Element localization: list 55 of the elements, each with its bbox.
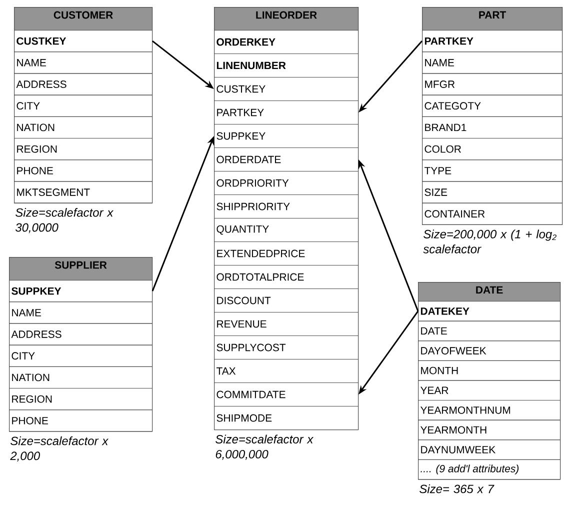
- size-note: Size=scalefactor x 30,0000: [15, 208, 114, 234]
- table-row: REGION: [9, 388, 152, 410]
- size-note: Size= 365 x 7: [420, 484, 494, 494]
- table-row: REVENUE: [214, 312, 358, 336]
- table-row: ADDRESS: [9, 323, 152, 346]
- table-row: COLOR: [422, 138, 562, 160]
- table-row: .... (9 add'l attributes): [418, 459, 560, 480]
- table-row: MONTH: [418, 360, 560, 381]
- table-row: NAME: [422, 52, 562, 74]
- table-row: CITY: [9, 344, 152, 367]
- table-row: PHONE: [9, 410, 152, 432]
- table-row: MKTSEGMENT: [14, 181, 152, 204]
- table-row: PHONE: [14, 160, 152, 182]
- table-row: YEARMONTH: [418, 420, 560, 440]
- table-row: CITY: [14, 94, 152, 117]
- table-row: ORDTOTALPRICE: [214, 265, 358, 289]
- table-row: DATE: [418, 320, 560, 342]
- table-row: CONTAINER: [422, 202, 562, 225]
- table-row: SHIPMODE: [214, 406, 358, 430]
- table-row: CUSTKEY: [214, 77, 358, 101]
- table-row: BRAND1: [422, 116, 562, 138]
- table-row: PARTKEY: [422, 30, 562, 52]
- size-note: Size=scalefactor x 2,000: [10, 436, 109, 462]
- table-row: DAYNUMWEEK: [418, 440, 560, 460]
- table-row: NAME: [9, 302, 152, 324]
- table-row: ORDERDATE: [214, 148, 358, 172]
- table-row: SUPPLYCOST: [214, 336, 358, 360]
- table-row: NATION: [14, 116, 152, 138]
- table-row: YEARMONTHNUM: [418, 400, 560, 420]
- table-row: EXTENDEDPRICE: [214, 242, 358, 266]
- table-row: NATION: [9, 366, 152, 388]
- table-row: SIZE: [422, 181, 562, 204]
- table-row: TYPE: [422, 160, 562, 182]
- table-row: COMMITDATE: [214, 382, 358, 406]
- table-row: YEAR: [418, 380, 560, 400]
- table-row: TAX: [214, 359, 358, 383]
- size-note: Size=scalefactor x 6,000,000: [216, 434, 314, 460]
- table-row: REGION: [14, 138, 152, 160]
- table-row: CATEGOTY: [422, 94, 562, 117]
- table-row: ADDRESS: [14, 73, 152, 96]
- size-note: Size=200,000 x (1 + log$_{2}$ scalefactor: [423, 230, 556, 254]
- table-row: DATEKEY: [418, 301, 560, 322]
- table-row: DISCOUNT: [214, 288, 358, 312]
- table-row: DAYOFWEEK: [418, 340, 560, 361]
- table-row: NAME: [14, 52, 152, 74]
- table-row: ORDERKEY: [214, 30, 358, 54]
- table-row: PARTKEY: [214, 100, 358, 124]
- table-row: MFGR: [422, 73, 562, 96]
- table-row: SUPPKEY: [9, 280, 152, 302]
- table-row: SUPPKEY: [214, 124, 358, 148]
- table-row: SHIPPRIORITY: [214, 194, 358, 218]
- table-row: LINENUMBER: [214, 54, 358, 78]
- table-row: CUSTKEY: [14, 30, 152, 52]
- table-row: QUANTITY: [214, 218, 358, 242]
- table-row: ORDPRIORITY: [214, 171, 358, 195]
